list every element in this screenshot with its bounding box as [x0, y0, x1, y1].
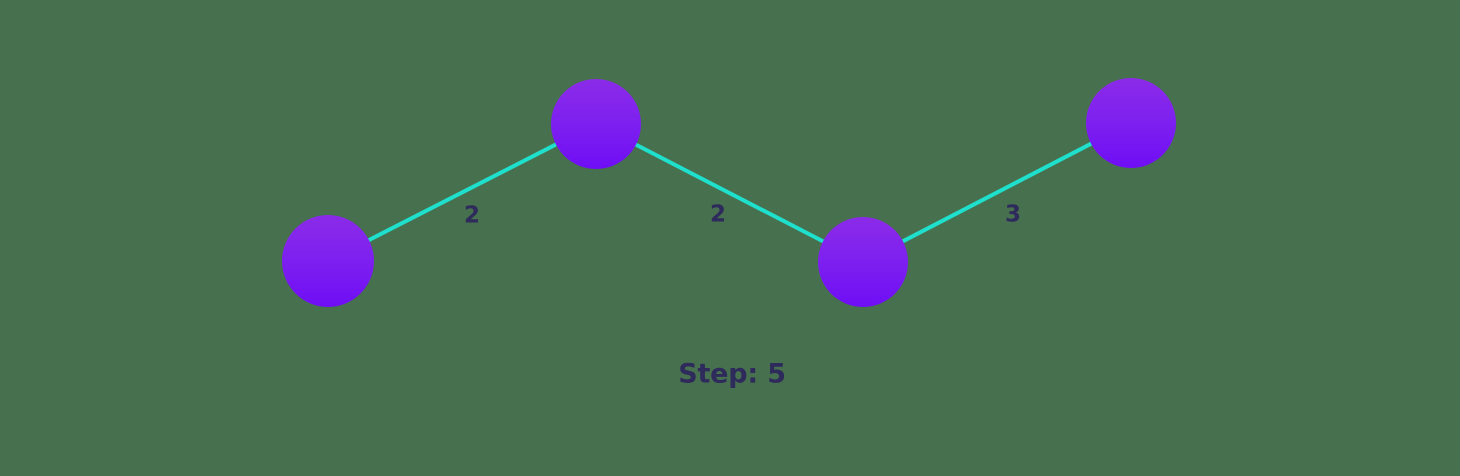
edge-weight-label: 2 — [464, 203, 480, 229]
edges-layer — [366, 141, 1094, 245]
graph-node[interactable] — [282, 215, 374, 307]
step-counter-label: Step: 5 — [678, 359, 786, 390]
graph-edge[interactable] — [633, 141, 826, 245]
graph-node[interactable] — [551, 79, 641, 169]
nodes-layer — [282, 78, 1176, 307]
graph-node[interactable] — [1086, 78, 1176, 168]
graph-node[interactable] — [818, 217, 908, 307]
graph-edge[interactable] — [366, 141, 559, 243]
edge-weight-label: 3 — [1005, 202, 1021, 228]
graph-edge[interactable] — [900, 141, 1094, 244]
edge-weight-label: 2 — [710, 202, 726, 228]
edge-labels-layer: 2 2 3 — [464, 202, 1021, 229]
